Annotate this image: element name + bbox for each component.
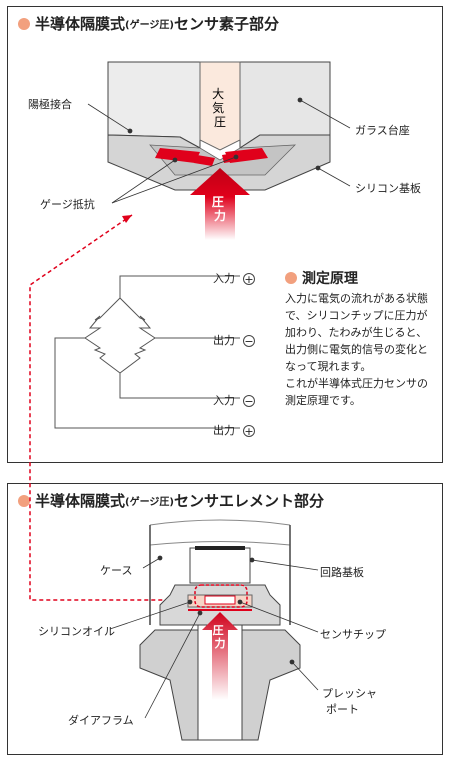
sensor-element-title: 半導体隔膜式 (ゲージ圧) センサ素子部分: [18, 13, 279, 34]
label-silicon-substrate: シリコン基板: [355, 182, 421, 195]
gauge-resistor-left: [155, 148, 200, 163]
bullet-dot-icon: [285, 272, 297, 284]
minus-icon: −: [243, 395, 255, 408]
label-silicone-oil: シリコンオイル: [38, 625, 115, 638]
minus-icon: −: [243, 335, 255, 348]
bullet-dot-icon: [18, 17, 30, 30]
label-pressure-port: プレッシャ ポート: [322, 687, 377, 716]
plus-icon: +: [243, 425, 255, 438]
plus-icon: +: [243, 273, 255, 286]
label-gauge-resistor: ゲージ抵抗: [40, 198, 95, 211]
sensor-assembly-title: 半導体隔膜式 (ゲージ圧) センサエレメント部分: [18, 490, 324, 511]
bridge-circuit: [54, 275, 240, 429]
svg-text:圧 力: 圧 力: [213, 624, 228, 650]
input-terminal-1: 入力+: [213, 272, 255, 286]
label-circuit-board: 回路基板: [320, 566, 364, 579]
atmos-channel: [199, 61, 241, 151]
output-terminal-1: 出力−: [213, 334, 255, 348]
label-anode-bond: 陽極接合: [28, 98, 72, 111]
label-glass-pedestal: ガラス台座: [355, 124, 410, 137]
principle-text: 入力に電気の流れがある状態で、シリコンチップに圧力が加わり、たわみが生じると、出…: [285, 292, 428, 407]
pressure-arrow-bottom: 圧 力: [202, 612, 238, 700]
input-terminal-2: 入力−: [213, 394, 255, 408]
bullet-dot-icon: [18, 494, 30, 507]
svg-text:圧 力: 圧 力: [212, 195, 228, 223]
principle-title: 測定原理: [285, 268, 358, 288]
output-terminal-2: 出力+: [213, 424, 255, 438]
label-case: ケース: [100, 564, 133, 577]
pressure-arrow-top: 圧 力: [190, 168, 250, 240]
link-dashed-line: [29, 214, 190, 601]
label-atmos: 大 気 圧: [212, 87, 228, 129]
label-diaphragm: ダイアフラム: [68, 714, 134, 727]
sensor-block: [107, 61, 331, 191]
circuit-board: [189, 547, 251, 584]
sensor-chip: [204, 595, 236, 605]
label-sensor-chip: センサチップ: [320, 628, 386, 641]
